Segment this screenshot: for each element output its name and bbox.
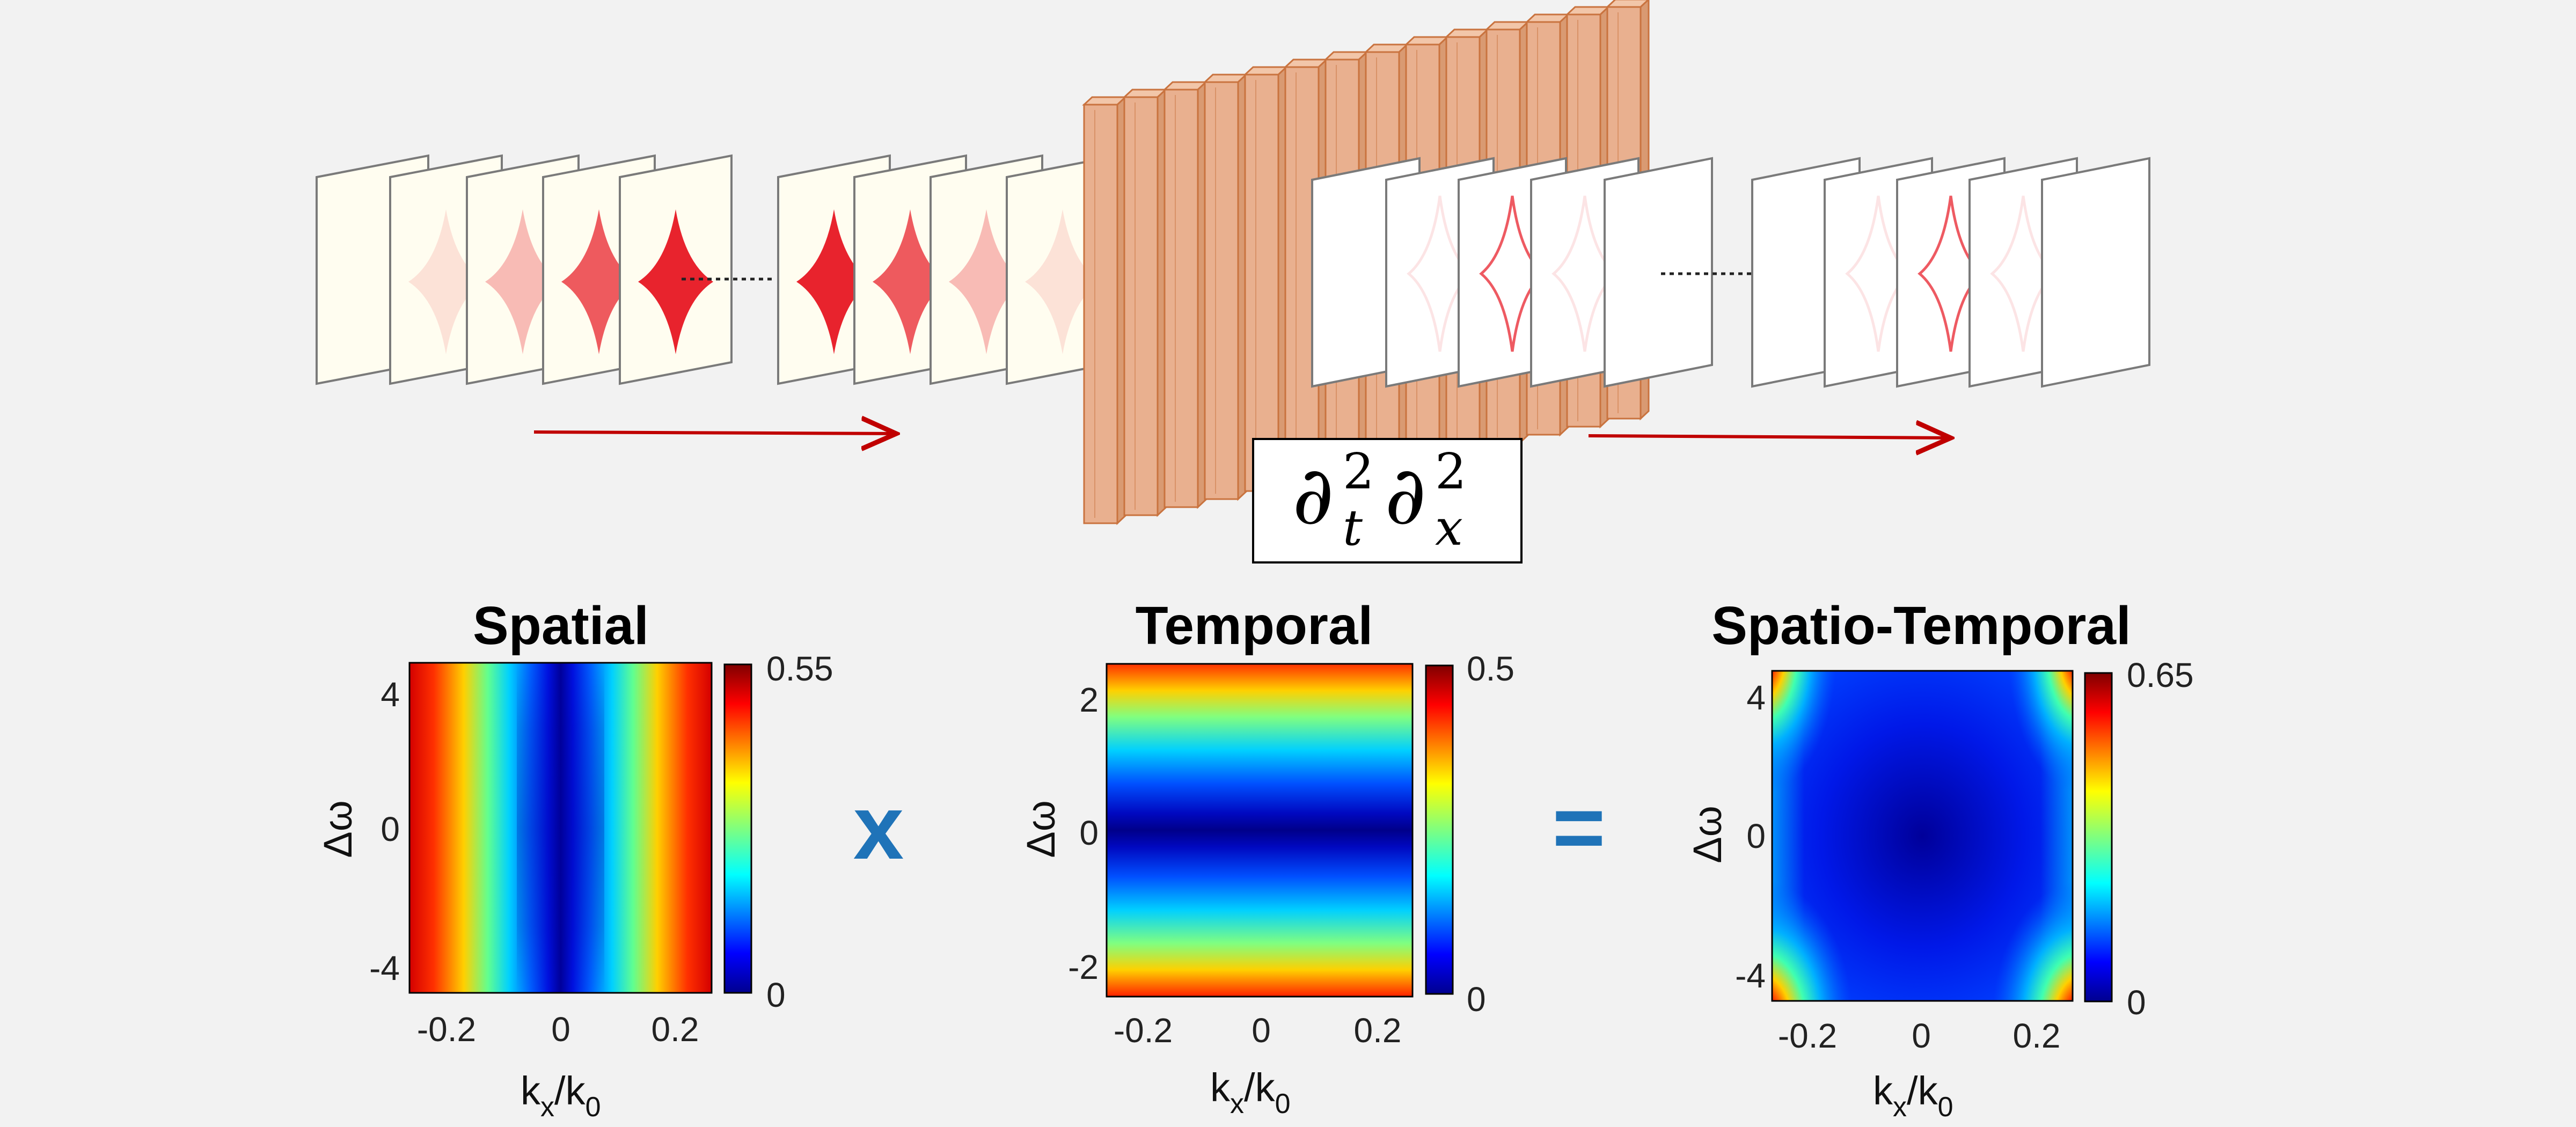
heatmap: [1771, 670, 2074, 1002]
output-frame: [2041, 157, 2150, 388]
panel-title: Spatio-Temporal: [1711, 596, 2131, 656]
pulse-diamond: [485, 209, 560, 354]
input-pulse-frames: [316, 154, 1119, 385]
colorbar-min-label: 0: [2127, 983, 2146, 1022]
ytick-top: 4: [380, 675, 400, 714]
partial-x-subscript: x: [1435, 499, 1463, 557]
colorbar: [723, 663, 752, 994]
operator-equation-box: ∂ t 2 ∂ x 2: [1252, 438, 1523, 564]
output-pulse-frames: [1311, 157, 2150, 388]
xtick-mid: 0: [1252, 1011, 1271, 1050]
ytick-mid: 0: [1746, 817, 1766, 855]
plate: [1162, 80, 1208, 509]
xtick-right: 0.2: [652, 1010, 699, 1049]
ytick-top: 4: [1746, 678, 1766, 717]
plate: [1243, 65, 1289, 493]
y-axis-label: Δω: [1685, 806, 1730, 863]
pulse-diamond: [561, 209, 636, 354]
partial-x-power: 2: [1435, 443, 1467, 500]
xtick-mid: 0: [1912, 1016, 1931, 1055]
y-axis-label: Δω: [1019, 800, 1063, 858]
output-propagation-arrow: [1588, 436, 1951, 438]
partial-t-symbol: ∂: [1292, 449, 1334, 543]
x-axis-label: kx/k0: [1873, 1069, 1953, 1123]
colorbar: [2084, 672, 2113, 1002]
xtick-right: 0.2: [2013, 1016, 2061, 1055]
panel-title: Spatial: [473, 596, 649, 656]
pulse-diamond: [873, 209, 948, 354]
heatmap: [1106, 663, 1414, 998]
xtick-left: -0.2: [1778, 1016, 1837, 1055]
xtick-right: 0.2: [1354, 1011, 1402, 1050]
pulse-diamond: [1025, 209, 1100, 354]
partial-t-subscript: t: [1343, 499, 1363, 557]
partial-x-symbol: ∂: [1385, 449, 1426, 543]
colorbar-min-label: 0: [766, 976, 786, 1014]
colorbar-min-label: 0: [1467, 980, 1486, 1019]
xtick-mid: 0: [551, 1010, 570, 1049]
ytick-mid: 0: [380, 810, 400, 848]
ytick-top: 2: [1079, 680, 1099, 719]
output-frame: [1604, 157, 1713, 388]
ytick-bottom: -4: [1735, 956, 1766, 995]
pulse-diamond: [638, 209, 713, 354]
partial-t-power: 2: [1343, 443, 1374, 500]
pulse-outline: [1552, 195, 1618, 352]
ytick-bottom: -4: [369, 949, 400, 987]
ytick-bottom: -2: [1068, 948, 1099, 986]
y-axis-label: Δω: [316, 800, 360, 858]
panel-temporal: Temporal 0.5 0 2 0 -2 -0.2 0 0.2 Δω kx/k…: [1019, 596, 1514, 1119]
ytick-mid: 0: [1079, 814, 1099, 852]
plate: [1082, 95, 1128, 525]
x-axis-label: kx/k0: [521, 1069, 601, 1123]
pulse-diamond: [796, 209, 872, 354]
colorbar-max-label: 0.65: [2127, 656, 2194, 694]
multiply-operator: x: [853, 777, 904, 879]
colorbar-max-label: 0.5: [1467, 649, 1514, 688]
input-frame: [619, 154, 733, 385]
plate: [1203, 72, 1248, 501]
panel-spatial: Spatial 0.55 0 4 0 -4 -0.2 0 0.2 Δω kx/k…: [316, 596, 833, 1123]
heatmap: [408, 662, 713, 994]
panel-spatiotemporal: Spatio-Temporal 0.65 0 4 0 -4 -0.2 0 0.2…: [1685, 596, 2194, 1123]
panel-title: Temporal: [1136, 596, 1373, 656]
colorbar-max-label: 0.55: [766, 649, 833, 688]
input-propagation-arrow: [533, 432, 896, 434]
colorbar: [1425, 664, 1454, 995]
plate: [1122, 87, 1168, 517]
xtick-left: -0.2: [417, 1010, 476, 1049]
equals-operator: =: [1552, 777, 1605, 879]
pulse-diamond: [408, 209, 484, 354]
pulse-diamond: [949, 209, 1024, 354]
x-axis-label: kx/k0: [1210, 1065, 1290, 1119]
xtick-left: -0.2: [1114, 1011, 1173, 1050]
